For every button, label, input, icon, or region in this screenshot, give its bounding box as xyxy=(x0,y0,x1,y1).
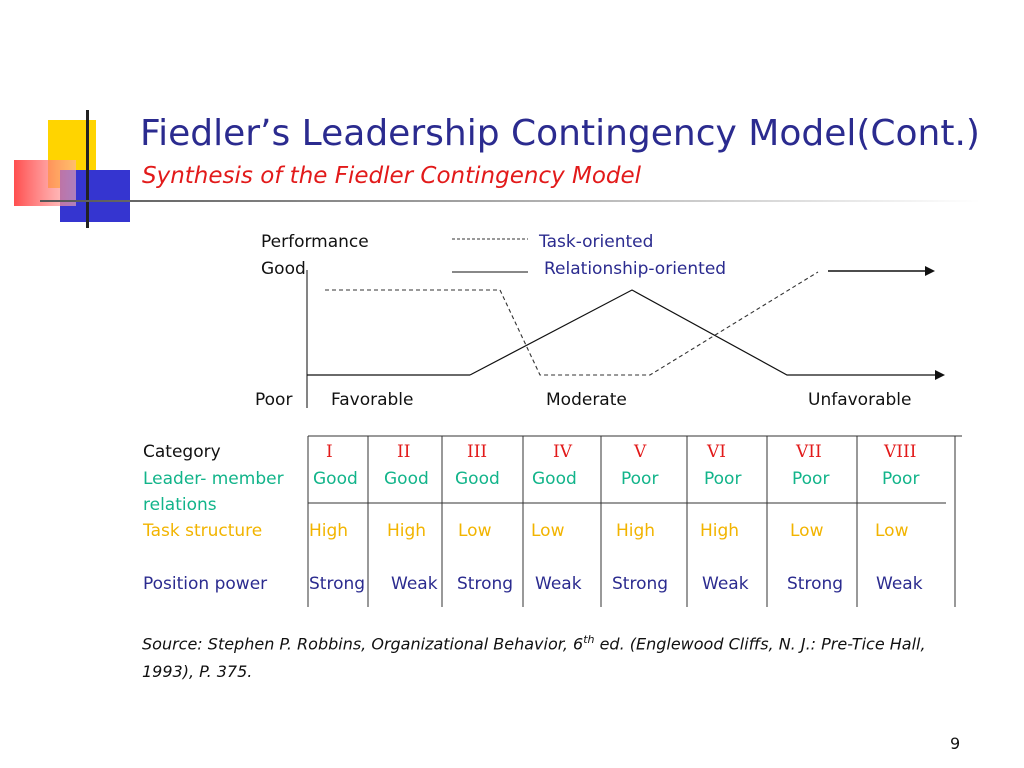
table-category-viii: VIII xyxy=(884,442,917,462)
table-category-ii: II xyxy=(397,442,411,462)
table-cell-pp-3: Strong xyxy=(457,574,514,594)
table-cell-lmr-1: Good xyxy=(313,469,358,489)
decor-vertical-line xyxy=(86,110,89,228)
legend-relationship-oriented: Relationship-oriented xyxy=(544,259,727,279)
table-cell-lmr-6: Poor xyxy=(704,469,742,489)
table-row-label-relations: relations xyxy=(143,495,217,515)
table-cell-pp-7: Strong xyxy=(787,574,844,594)
table-cell-pp-2: Weak xyxy=(391,574,438,594)
table-cell-ts-5: High xyxy=(616,521,656,541)
table-cell-ts-8: Low xyxy=(875,521,909,541)
table-cell-pp-4: Weak xyxy=(535,574,582,594)
table-cell-ts-4: Low xyxy=(531,521,565,541)
x-axis-arrowhead xyxy=(935,370,945,380)
table-category-vii: VII xyxy=(796,442,822,462)
table-row-label-task-structure: Task structure xyxy=(143,521,263,541)
table-category-iii: III xyxy=(467,442,488,462)
decor-horizontal-line xyxy=(40,200,980,202)
graph-y-label-performance: Performance xyxy=(261,232,369,252)
source-superscript: th xyxy=(583,633,595,646)
source-suffix: ed. (Englewood Cliffs, N. J.: Pre-Tice H… xyxy=(142,634,926,682)
table-cell-ts-6: High xyxy=(700,521,740,541)
source-prefix: Source: Stephen P. Robbins, Organization… xyxy=(142,634,584,654)
table-row-label-leader-member: Leader- member xyxy=(143,469,284,489)
graph-x-label-unfavorable: Unfavorable xyxy=(808,390,912,410)
table-category-v: V xyxy=(634,442,647,462)
table-category-iv: IV xyxy=(553,442,572,462)
decor-red-square xyxy=(14,160,76,206)
table-category-label: Category xyxy=(143,442,221,462)
table-cell-lmr-5: Poor xyxy=(621,469,659,489)
table-cell-ts-2: High xyxy=(387,521,427,541)
table-cell-ts-7: Low xyxy=(790,521,824,541)
table-cell-pp-6: Weak xyxy=(702,574,749,594)
table-cell-pp-1: Strong xyxy=(309,574,366,594)
table-cell-lmr-7: Poor xyxy=(792,469,830,489)
table-row-label-position-power: Position power xyxy=(143,574,268,594)
task-oriented-line xyxy=(325,271,819,376)
table-cell-ts-1: High xyxy=(309,521,349,541)
source-citation: Source: Stephen P. Robbins, Organization… xyxy=(142,626,962,686)
graph-x-label-favorable: Favorable xyxy=(331,390,414,410)
slide-subtitle: Synthesis of the Fiedler Contingency Mod… xyxy=(142,163,642,189)
table-cell-ts-3: Low xyxy=(458,521,492,541)
table-category-vi: VI xyxy=(707,442,726,462)
table-cell-pp-8: Weak xyxy=(876,574,923,594)
graph-y-label-poor: Poor xyxy=(255,390,293,410)
graph-y-label-good: Good xyxy=(261,259,306,279)
legend-task-oriented: Task-oriented xyxy=(539,232,654,252)
table-cell-pp-5: Strong xyxy=(612,574,669,594)
table-category-i: I xyxy=(326,442,333,462)
table-cell-lmr-3: Good xyxy=(455,469,500,489)
slide-title: Fiedler’s Leadership Contingency Model(C… xyxy=(140,113,980,154)
page-number: 9 xyxy=(950,734,961,753)
table-cell-lmr-4: Good xyxy=(532,469,577,489)
table-cell-lmr-8: Poor xyxy=(882,469,920,489)
table-cell-lmr-2: Good xyxy=(384,469,429,489)
graph-x-label-moderate: Moderate xyxy=(546,390,627,410)
relationship-oriented-line xyxy=(469,289,935,376)
top-right-arrowhead xyxy=(925,266,935,276)
